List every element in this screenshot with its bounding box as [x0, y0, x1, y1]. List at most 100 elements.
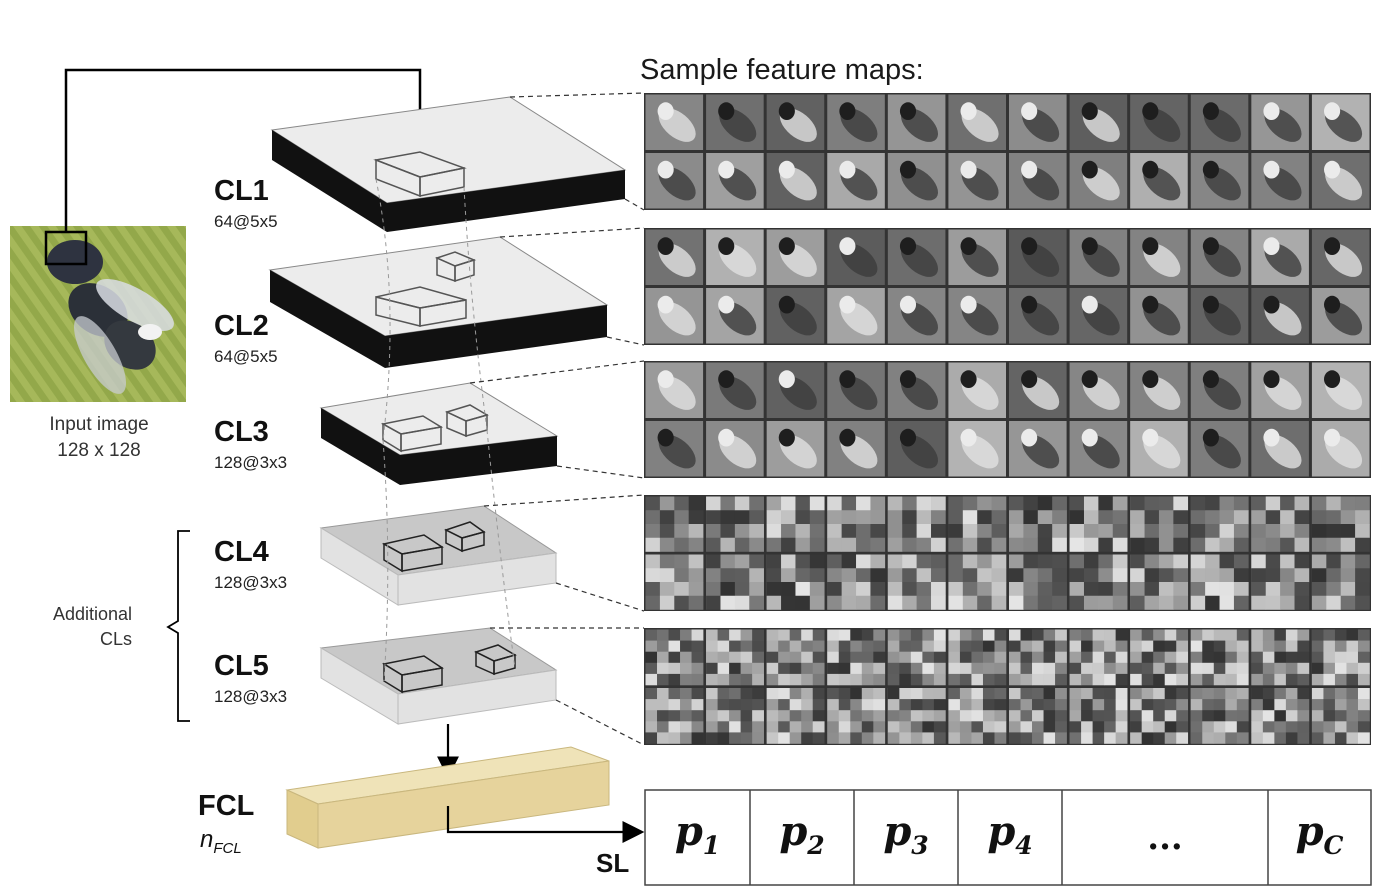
cl3-slab [319, 382, 559, 485]
output-ellipsis-text: ... [1147, 818, 1183, 858]
feature-map-thumbnail [1190, 94, 1249, 150]
feature-map-thumbnail [948, 362, 1006, 418]
cl4-label: CL4 [214, 536, 269, 568]
feature-map-thumbnail [645, 496, 704, 552]
feature-map-thumbnail [887, 288, 946, 344]
feature-map-thumbnail [1009, 229, 1067, 285]
input-image [10, 226, 186, 402]
feature-map-thumbnail [948, 554, 1007, 610]
feature-map-thumbnail [706, 629, 764, 686]
feature-map-thumbnail [1251, 554, 1310, 610]
feature-map-thumbnail [706, 496, 764, 552]
feature-map-thumbnail [1130, 688, 1189, 744]
receptive-field-connectors [375, 178, 516, 682]
feature-map-thumbnail [1311, 688, 1370, 744]
feature-map-thumbnail [827, 421, 885, 477]
feature-map-thumbnail [1009, 554, 1067, 610]
feature-map-thumbnail [1251, 688, 1310, 744]
output-p1-base: p [674, 808, 703, 855]
additional-cls-line2: CLs [99, 629, 132, 649]
output-ellipsis: ... [1062, 818, 1268, 858]
cl4-kernel-box [381, 521, 486, 573]
feature-map-thumbnail [1190, 554, 1249, 610]
feature-map-thumbnail [706, 688, 764, 744]
feature-map-thumbnail [1130, 496, 1189, 552]
fcl-param-sub: FCL [213, 839, 242, 857]
sl-label: SL [596, 848, 630, 878]
feature-map-thumbnail [948, 688, 1007, 744]
fcl-label: FCL [198, 790, 255, 822]
feature-map-thumbnail [706, 554, 764, 610]
feature-map-thumbnail [1130, 94, 1188, 150]
feature-map-thumbnail [1009, 153, 1067, 209]
fcl-block [285, 746, 610, 849]
feature-map-thumbnail [1009, 362, 1067, 418]
output-pc-base: p [1295, 808, 1324, 855]
feature-map-thumbnail [766, 496, 825, 552]
input-image-caption: Input image 128 x 128 [24, 412, 174, 464]
feature-map-band-2 [644, 228, 1371, 345]
additional-cls-bracket [166, 530, 190, 722]
fcl-param-base: n [200, 826, 214, 853]
feature-map-thumbnail [1251, 153, 1309, 209]
additional-cls-label: Additional CLs [30, 602, 132, 652]
output-p4-base: p [987, 808, 1016, 855]
sample-feature-maps-title: Sample feature maps: [640, 54, 924, 86]
cl2-slab [268, 236, 609, 368]
feature-map-thumbnail [766, 554, 825, 610]
feature-map-thumbnail [1130, 229, 1188, 285]
feature-map-thumbnail [645, 153, 704, 209]
cl4-slab [319, 505, 558, 606]
feature-map-thumbnail [766, 362, 825, 418]
feature-map-thumbnail [948, 629, 1007, 686]
feature-map-thumbnail [827, 688, 886, 744]
feature-map-band-1 [644, 93, 1371, 210]
feature-map-thumbnail [827, 229, 885, 285]
feature-map-thumbnail [1311, 153, 1370, 209]
feature-map-thumbnail [948, 421, 1006, 477]
feature-map-thumbnail [948, 94, 1006, 150]
feature-map-thumbnail [1130, 362, 1188, 418]
feature-map-thumbnail [1190, 362, 1249, 418]
feature-map-thumbnail [1311, 496, 1370, 552]
feature-map-thumbnail [645, 421, 704, 477]
feature-map-thumbnail [766, 153, 825, 209]
feature-map-thumbnail [1009, 496, 1067, 552]
output-pc-sub: C [1323, 831, 1344, 860]
cl4-param: 128@3x3 [214, 573, 288, 592]
feature-map-thumbnail [827, 629, 886, 686]
fcl-param: nFCL [200, 826, 242, 857]
feature-map-thumbnail [1069, 554, 1128, 610]
cl1-label: CL1 [214, 175, 269, 207]
feature-map-thumbnail [1190, 629, 1249, 686]
feature-map-thumbnail [1190, 153, 1249, 209]
feature-map-thumbnail [645, 629, 704, 686]
feature-map-thumbnail [887, 94, 946, 150]
output-p1: p1 [645, 808, 750, 860]
feature-map-thumbnail [1009, 421, 1067, 477]
feature-map-thumbnail [706, 229, 764, 285]
feature-map-thumbnail [645, 554, 704, 610]
fcl-to-sl-arrow [446, 806, 645, 843]
feature-map-thumbnail [887, 629, 946, 686]
feature-map-thumbnail [1130, 629, 1189, 686]
feature-map-thumbnail [645, 688, 704, 744]
feature-map-thumbnail [887, 496, 946, 552]
insect-icon [47, 240, 174, 394]
cl1-slab [270, 96, 627, 232]
feature-map-thumbnail [1130, 554, 1189, 610]
feature-map-thumbnail [766, 629, 825, 686]
input-caption-line2: 128 x 128 [57, 440, 141, 461]
feature-map-band-5 [644, 628, 1371, 745]
feature-map-thumbnail [1251, 629, 1310, 686]
cl3-label: CL3 [214, 416, 269, 448]
feature-map-thumbnail [1069, 629, 1128, 686]
output-p2: p2 [750, 808, 854, 860]
feature-map-thumbnail [766, 94, 825, 150]
cl2-label: CL2 [214, 310, 269, 342]
feature-map-thumbnail [887, 421, 946, 477]
feature-map-thumbnail [645, 288, 704, 344]
feature-map-thumbnail [827, 554, 886, 610]
feature-map-thumbnail [1069, 153, 1128, 209]
feature-map-thumbnail [1190, 688, 1249, 744]
